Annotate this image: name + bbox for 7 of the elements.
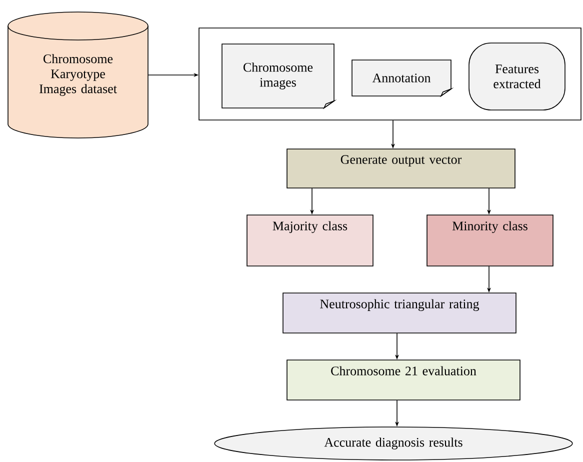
process-box: Neutrosophic triangular rating [282,292,516,334]
process-box: Chromosome 21 evaluation [286,360,520,400]
process-box: Generate output vector [286,148,516,188]
database-cylinder: Chromosome Karyotype Images dataset [8,12,148,138]
process-box: Majority class [246,214,374,266]
rounded-box: Features extracted [468,42,566,110]
process-box: Minority class [426,214,554,266]
